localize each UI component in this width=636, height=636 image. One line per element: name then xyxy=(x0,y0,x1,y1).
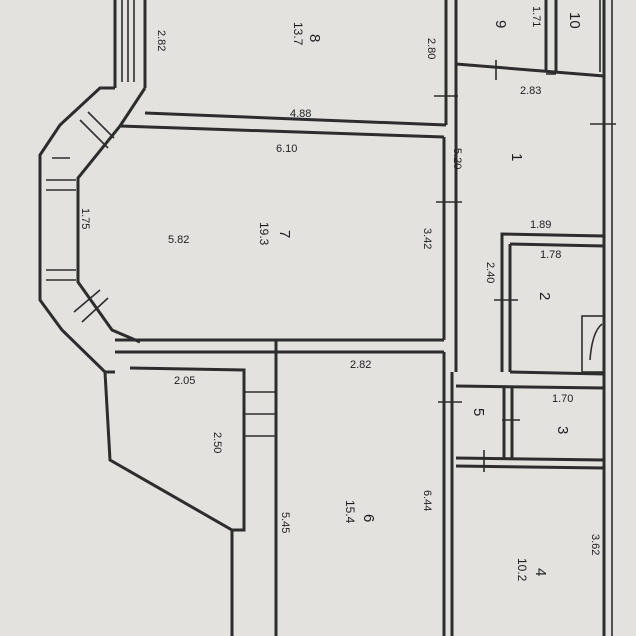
room-2-number: 2 xyxy=(536,292,553,300)
dim-2-83: 2.83 xyxy=(520,85,541,97)
dim-2-82-mid: 2.82 xyxy=(350,359,371,371)
dim-5-45: 5.45 xyxy=(279,512,291,533)
dim-2-05: 2.05 xyxy=(174,375,195,387)
room-10-number: 10 xyxy=(566,12,583,29)
dim-1-78: 1.78 xyxy=(540,249,561,261)
dim-5-20: 5.20 xyxy=(451,148,463,169)
room-8-area: 13.7 xyxy=(291,22,305,46)
room-7-number: 7 xyxy=(276,230,293,238)
dim-1-71: 1.71 xyxy=(530,6,542,27)
dim-3-62: 3.62 xyxy=(589,534,601,555)
walls xyxy=(38,0,613,636)
dimension-ticks xyxy=(434,60,616,472)
dim-2-40: 2.40 xyxy=(484,262,496,283)
room-3-number: 3 xyxy=(554,426,571,434)
room-labels: 1 2 3 4 10.2 5 6 15.4 7 19.3 8 13.7 9 10 xyxy=(257,12,583,582)
room-5-number: 5 xyxy=(470,408,487,416)
dim-6-44: 6.44 xyxy=(421,490,433,511)
dim-2-82-top: 2.82 xyxy=(155,30,167,51)
dim-2-80: 2.80 xyxy=(425,38,437,59)
dim-1-75: 1.75 xyxy=(79,208,91,229)
room-7-area: 19.3 xyxy=(257,222,271,246)
room-6-area: 15.4 xyxy=(343,500,357,524)
dim-2-50: 2.50 xyxy=(211,432,223,453)
room-6-number: 6 xyxy=(360,514,377,522)
room-4-area: 10.2 xyxy=(515,558,529,582)
dim-5-82: 5.82 xyxy=(168,234,189,246)
room-9-number: 9 xyxy=(492,20,509,28)
dim-4-88: 4.88 xyxy=(290,108,311,120)
room-8-number: 8 xyxy=(306,34,323,42)
room-4-number: 4 xyxy=(532,568,549,576)
dim-6-10: 6.10 xyxy=(276,143,297,155)
dimension-labels: 2.82 2.80 1.71 4.88 6.10 2.83 5.20 1.75 … xyxy=(79,6,601,555)
room-1-number: 1 xyxy=(508,153,525,161)
dim-1-89: 1.89 xyxy=(530,219,551,231)
dim-1-70: 1.70 xyxy=(552,393,573,405)
dim-3-42: 3.42 xyxy=(421,228,433,249)
